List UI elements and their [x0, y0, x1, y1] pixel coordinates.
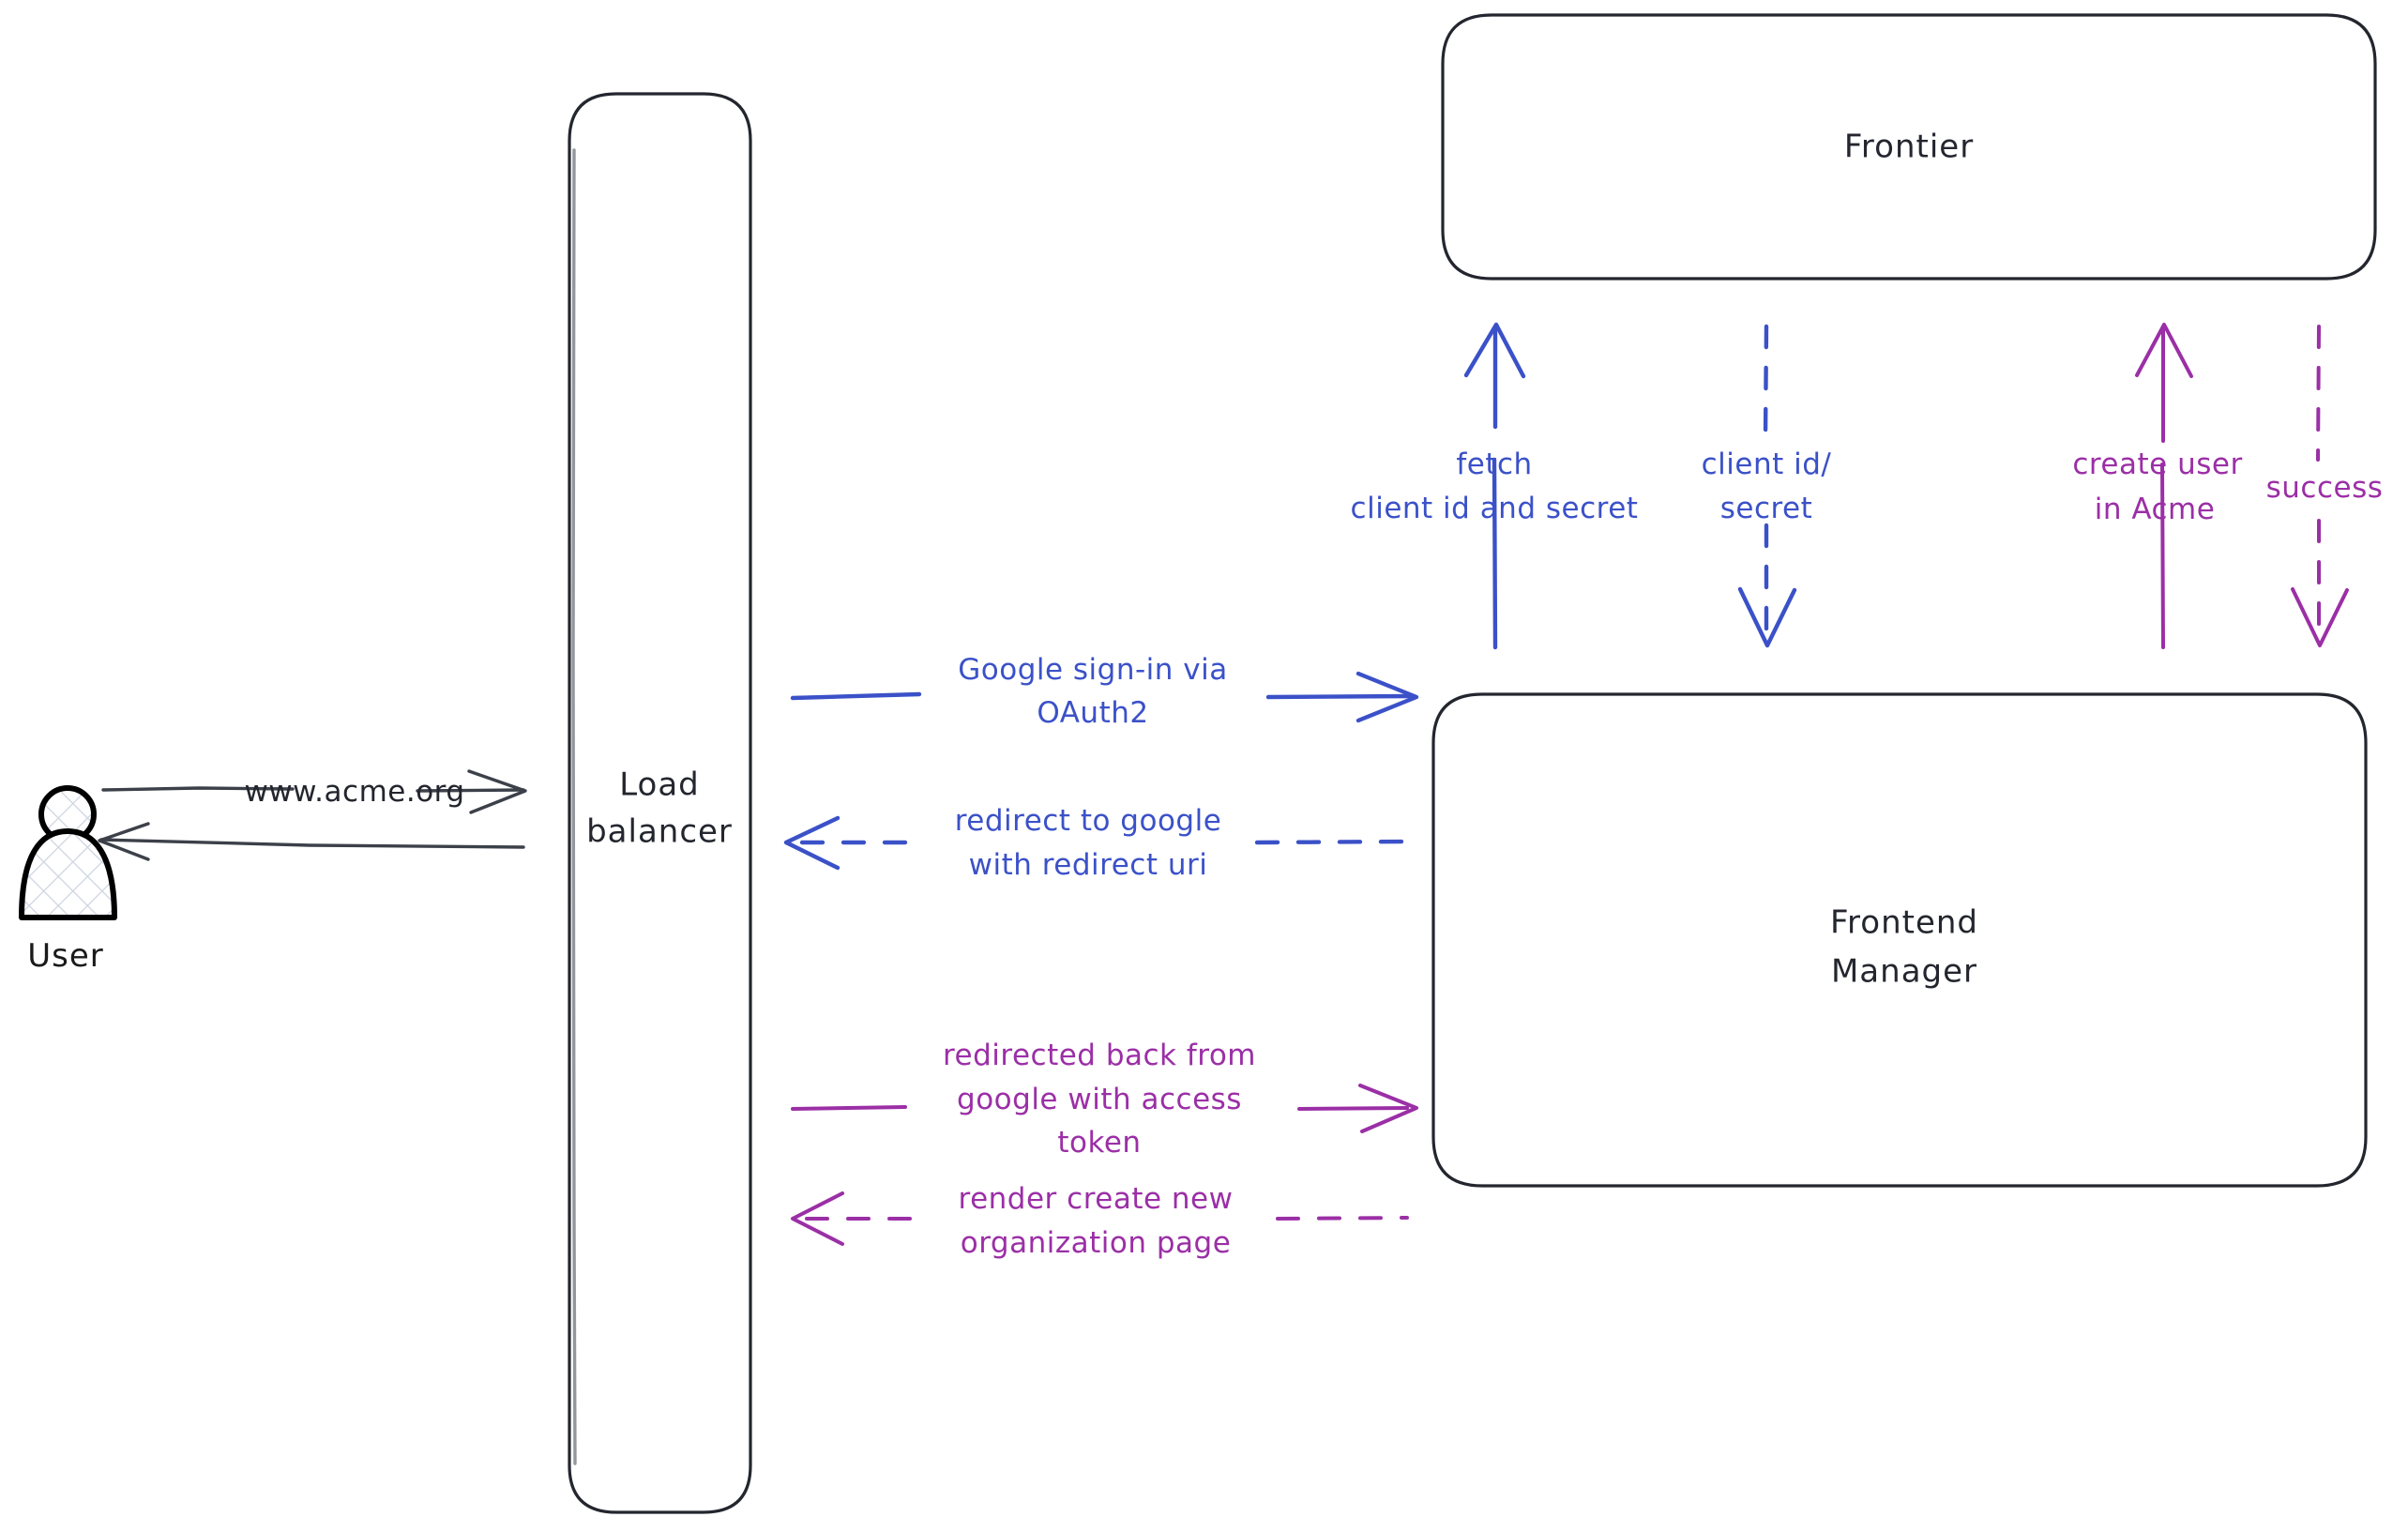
edge-redirected-back-label-line2: google with access: [957, 1083, 1242, 1116]
edge-client-id-secret: client id/ secret: [1702, 324, 1832, 648]
edge-redirected-back-label-line1: redirected back from: [943, 1039, 1256, 1072]
edge-success: success: [2266, 325, 2384, 647]
edge-google-signin-label-line1: Google sign-in via: [958, 653, 1228, 687]
edge-redirect-to-google: redirect to google with redirect uri: [783, 804, 1412, 882]
edge-user-to-lb: www.acme.org: [101, 769, 527, 814]
edge-redirect-google-label-line2: with redirect uri: [969, 848, 1208, 882]
edge-success-label: success: [2266, 471, 2384, 505]
edge-google-signin-label-line2: OAuth2: [1037, 696, 1148, 730]
edge-fetch-label-line1: fetch: [1456, 447, 1532, 481]
edge-client-id-secret-label-line1: client id/: [1702, 447, 1832, 481]
edge-render-org-label-line2: organization page: [961, 1226, 1232, 1260]
edge-create-user-label-line1: create user: [2072, 447, 2242, 481]
edge-user-to-lb-label: www.acme.org: [244, 775, 464, 809]
node-frontend-manager-label-line2: Manager: [1831, 953, 1977, 991]
edge-create-user-label-line2: in Acme: [2095, 493, 2216, 526]
edge-redirected-back-label-line3: token: [1057, 1126, 1141, 1160]
edge-fetch-client-id-and-secret: fetch client id and secret: [1351, 322, 1639, 650]
edge-google-signin-oauth2: Google sign-in via OAuth2: [790, 653, 1419, 730]
node-frontend-manager-label-line1: Frontend: [1830, 904, 1978, 942]
edge-render-create-org-page: render create new organization page: [791, 1182, 1409, 1260]
edge-lb-to-user: [98, 822, 525, 861]
node-frontier-label: Frontier: [1844, 129, 1974, 166]
node-load-balancer-label-line1: Load: [619, 766, 700, 804]
edge-fetch-label-line2: client id and secret: [1351, 492, 1639, 525]
actor-user-label: User: [27, 937, 104, 975]
node-frontier[interactable]: Frontier: [1441, 13, 2377, 281]
node-load-balancer[interactable]: Load balancer: [568, 92, 752, 1514]
person-body-icon: [19, 828, 117, 920]
edge-create-user-in-acme: create user in Acme: [2072, 323, 2242, 649]
node-load-balancer-label-line2: balancer: [586, 813, 733, 851]
edge-client-id-secret-label-line2: secret: [1720, 492, 1813, 525]
actor-user[interactable]: User: [19, 785, 117, 975]
edge-render-org-label-line1: render create new: [959, 1182, 1234, 1216]
edge-redirect-google-label-line1: redirect to google: [955, 804, 1222, 838]
node-frontend-manager[interactable]: Frontend Manager: [1431, 692, 2368, 1188]
edge-redirected-back-access-token: redirected back from google with access …: [791, 1039, 1418, 1160]
